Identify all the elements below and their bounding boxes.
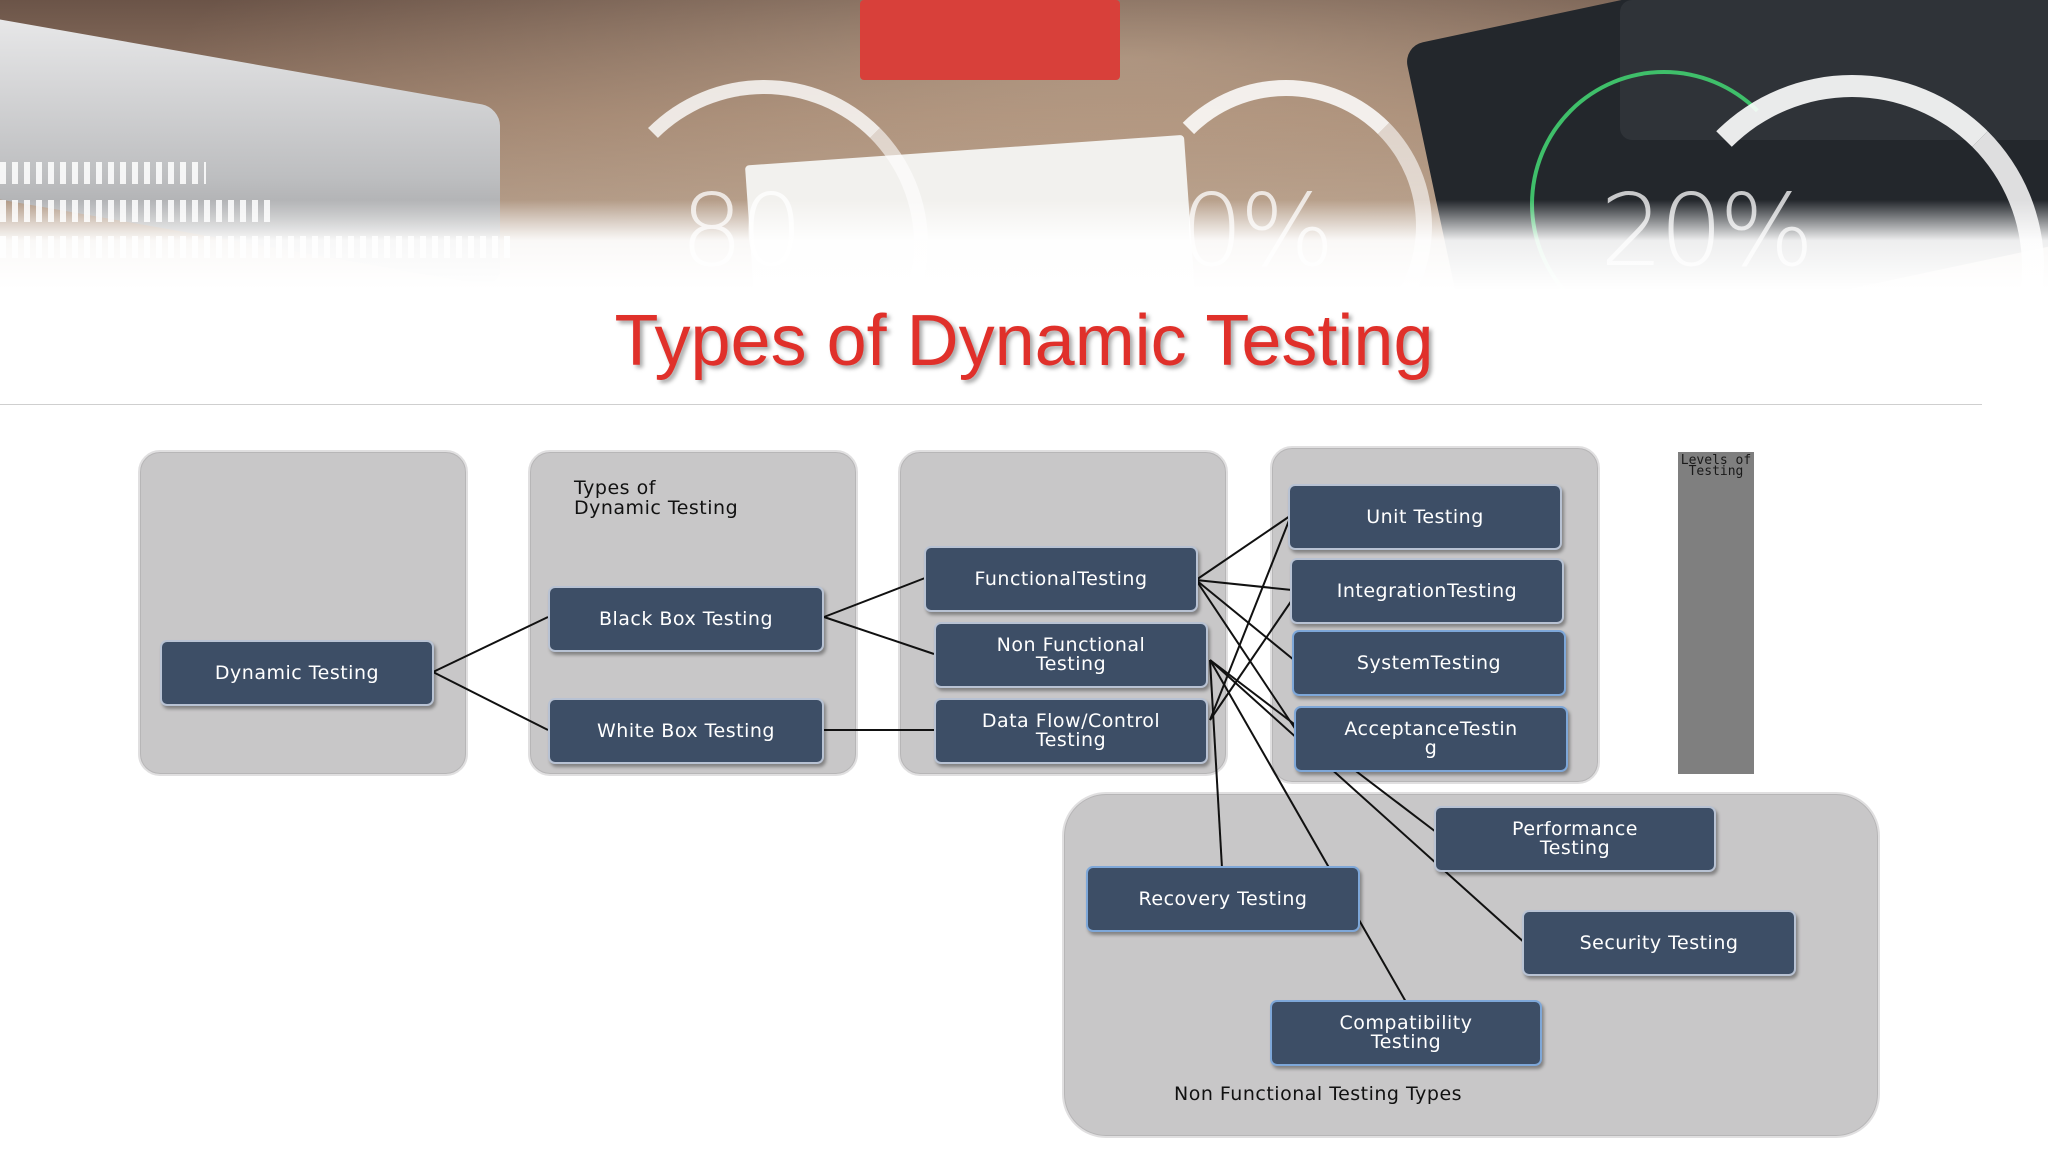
node-recovery-testing: Recovery Testing	[1086, 866, 1360, 932]
group-label-non-functional-types: Non Functional Testing Types	[1174, 1083, 1463, 1105]
connector	[1209, 659, 1407, 1003]
node-unit-testing: Unit Testing	[1288, 484, 1562, 550]
connector	[1209, 599, 1293, 721]
connector	[1209, 659, 1223, 869]
connector	[823, 616, 935, 655]
node-dynamic-testing: Dynamic Testing	[160, 640, 434, 706]
levels-of-testing-label: Levels of Testing	[1680, 453, 1752, 479]
node-label: FunctionalTesting	[974, 567, 1148, 590]
node-label: White Box Testing	[597, 719, 775, 742]
node-white-box-testing: White Box Testing	[548, 698, 824, 764]
node-performance-testing: Performance Testing	[1434, 806, 1716, 872]
header-banner-image: 80 0% 20%	[0, 0, 2048, 290]
node-system-testing: SystemTesting	[1292, 630, 1566, 696]
connector	[1195, 515, 1291, 581]
node-label: Dynamic Testing	[214, 661, 380, 684]
group-dynamic	[138, 450, 468, 776]
node-label: Recovery Testing	[1138, 887, 1308, 910]
connector	[1209, 659, 1527, 945]
divider	[0, 404, 1982, 405]
node-label: Unit Testing	[1366, 505, 1484, 528]
connector	[432, 671, 549, 731]
node-label: IntegrationTesting	[1336, 579, 1518, 602]
node-integration-testing: IntegrationTesting	[1290, 558, 1564, 624]
node-non-functional-testing: Non Functional Testing	[934, 622, 1208, 688]
node-data-flow-control-testing: Data Flow/Control Testing	[934, 698, 1208, 764]
node-label: AcceptanceTestin g	[1344, 718, 1518, 759]
red-notebook-shape	[860, 0, 1120, 80]
node-security-testing: Security Testing	[1522, 910, 1796, 976]
connector	[1195, 579, 1297, 731]
connector	[823, 577, 926, 618]
connector	[432, 616, 549, 673]
connector	[1195, 579, 1293, 591]
connector	[1195, 579, 1295, 661]
node-acceptance-testing: AcceptanceTestin g	[1294, 706, 1568, 772]
node-label: Data Flow/Control Testing	[981, 710, 1161, 751]
levels-of-testing-bar: Levels of Testing	[1678, 452, 1754, 774]
node-label: Security Testing	[1579, 931, 1739, 954]
node-black-box-testing: Black Box Testing	[548, 586, 824, 652]
slide-title: Types of Dynamic Testing	[614, 301, 1434, 381]
node-label: SystemTesting	[1356, 651, 1502, 674]
node-label: Black Box Testing	[598, 607, 774, 630]
node-label: Performance Testing	[1512, 818, 1638, 859]
banner-fade	[0, 200, 2048, 290]
connector	[1209, 517, 1291, 721]
stripe-pattern	[0, 162, 206, 184]
group-label-types: Types of Dynamic Testing	[574, 477, 739, 519]
node-label: Non Functional Testing	[996, 634, 1146, 675]
node-label: Compatibility Testing	[1339, 1012, 1473, 1053]
progress-ring-green	[1530, 70, 1798, 290]
node-functional-testing: FunctionalTesting	[924, 546, 1198, 612]
node-compatibility-testing: Compatibility Testing	[1270, 1000, 1542, 1066]
